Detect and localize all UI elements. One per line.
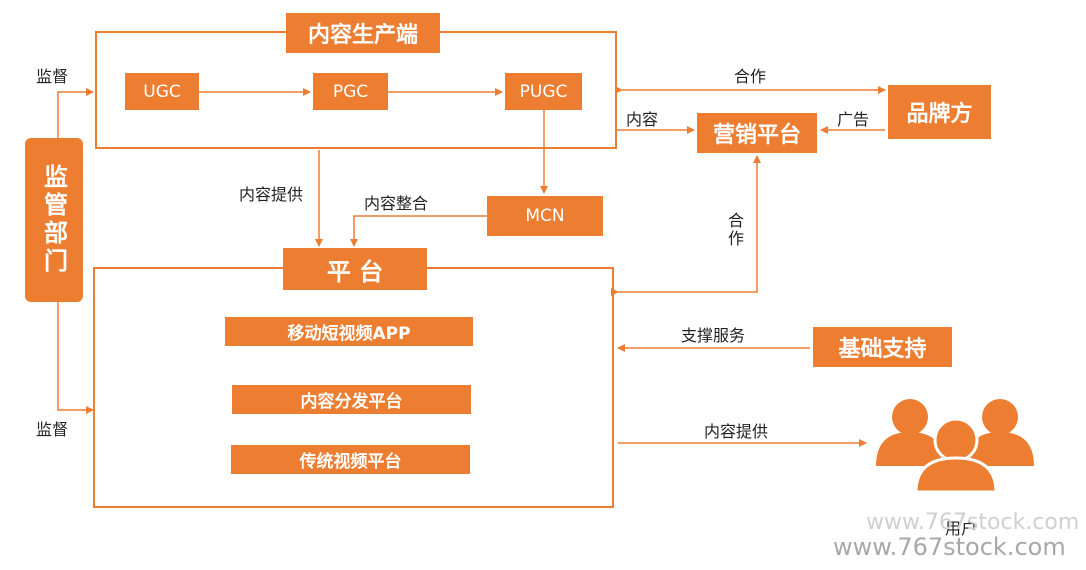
watermark: www.767stock.com bbox=[833, 533, 1066, 561]
edge-content-integrate bbox=[350, 215, 487, 247]
node-pgc: PGC bbox=[313, 73, 388, 110]
label-support-service: 支撑服务 bbox=[681, 326, 746, 345]
label-user: 用户 bbox=[945, 519, 978, 538]
platform-item-traditional: 传统视频平台 bbox=[231, 445, 470, 474]
platform-title: 平 台 bbox=[283, 248, 427, 290]
edge-cooperate-vertical bbox=[611, 155, 761, 296]
node-infra: 基础支持 bbox=[813, 327, 952, 367]
node-mcn: MCN bbox=[487, 196, 603, 236]
node-pugc: PUGC bbox=[505, 73, 582, 110]
node-brand: 品牌方 bbox=[888, 85, 991, 139]
label-ad: 广告 bbox=[837, 110, 870, 129]
label-supervise-bottom: 监督 bbox=[36, 420, 69, 439]
label-supervise-top: 监督 bbox=[36, 67, 69, 86]
production-title: 内容生产端 bbox=[286, 13, 440, 53]
node-marketing: 营销平台 bbox=[697, 113, 817, 153]
edge-supervise-top bbox=[57, 88, 94, 138]
label-content-integrate: 内容整合 bbox=[364, 194, 429, 213]
platform-item-distribution: 内容分发平台 bbox=[232, 385, 471, 414]
watermark-faint: www.767stock.com bbox=[866, 510, 1080, 535]
users-icon bbox=[876, 399, 1034, 494]
label-content-provide: 内容提供 bbox=[239, 185, 304, 204]
node-regulator: 监管部门 bbox=[25, 138, 83, 302]
platform-item-mobile: 移动短视频APP bbox=[225, 317, 473, 346]
label-cooperate-top: 合作 bbox=[734, 67, 767, 86]
label-content: 内容 bbox=[626, 110, 659, 129]
label-content-provide-user: 内容提供 bbox=[704, 422, 769, 441]
edge-supervise-bottom bbox=[57, 300, 94, 414]
node-ugc: UGC bbox=[125, 73, 199, 110]
label-cooperate-vertical: 合作 bbox=[725, 212, 744, 248]
